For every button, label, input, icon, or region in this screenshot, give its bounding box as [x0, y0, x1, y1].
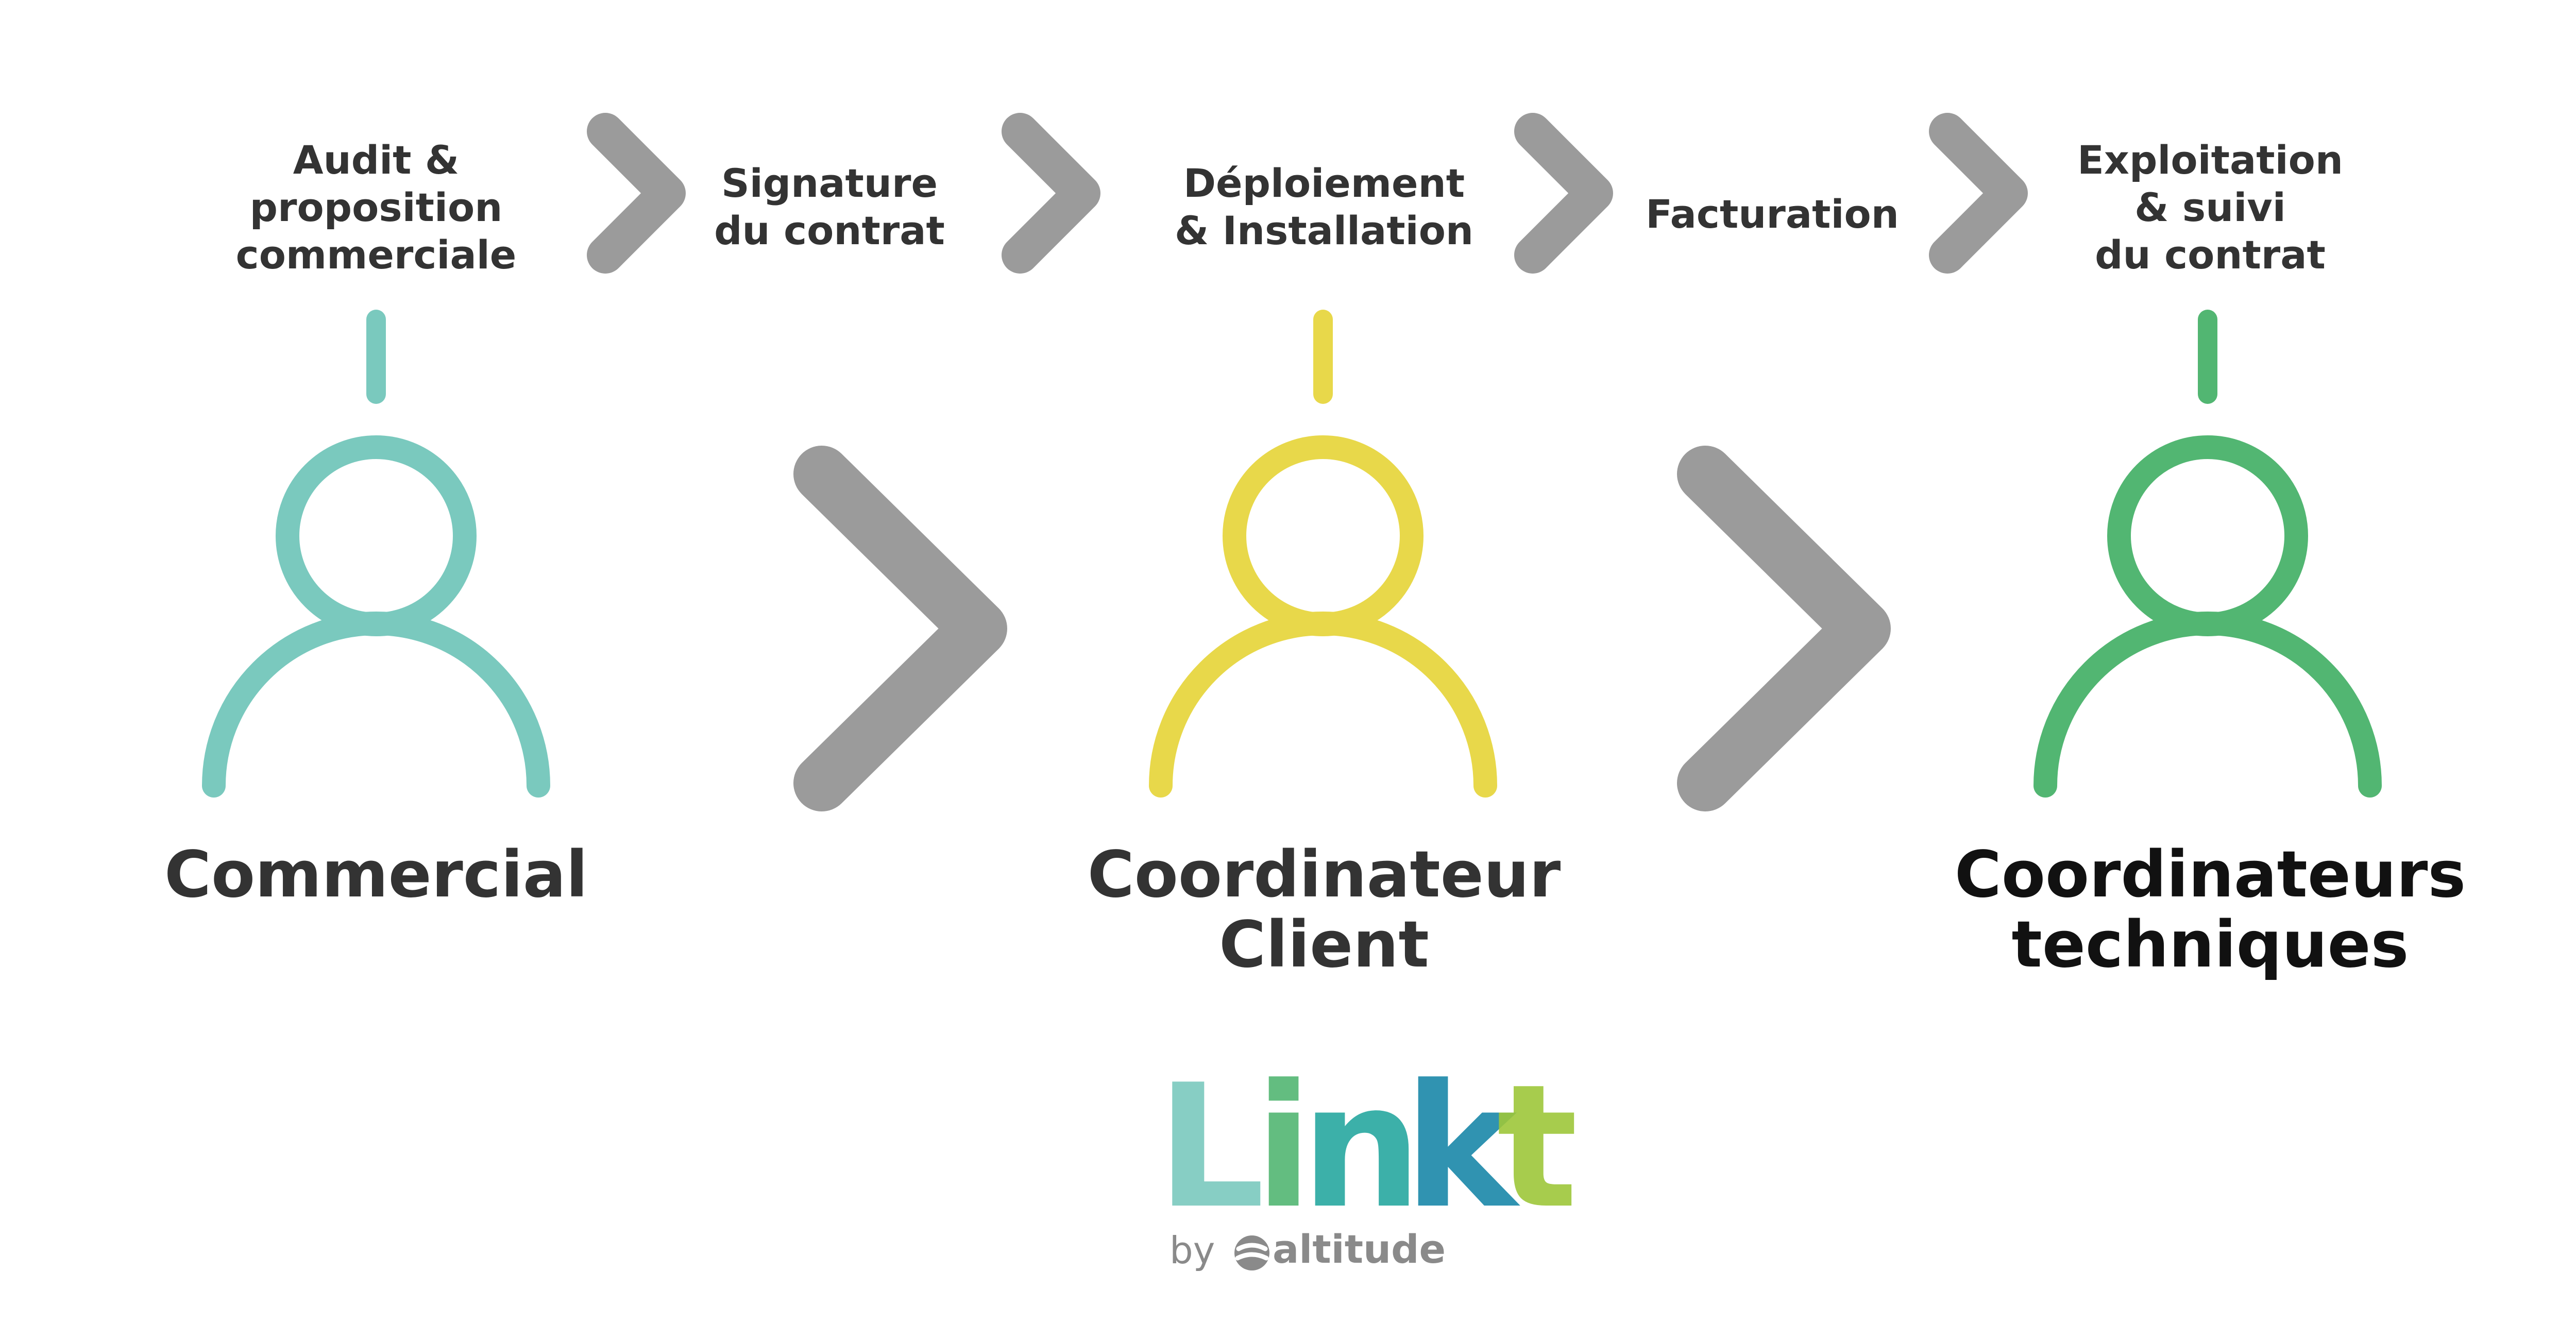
step-chevron-icon — [1002, 113, 1100, 274]
commercial-person-icon — [202, 435, 550, 798]
step-chevron-icon — [1929, 113, 2028, 274]
step-label-audit: Audit & proposition commerciale — [235, 137, 517, 278]
step-label-deploiement: Déploiement & Installation — [1174, 160, 1474, 253]
logo-letter: i — [1255, 1048, 1313, 1246]
logo-brand-text: altitude — [1273, 1226, 1446, 1272]
step-label-facturation: Facturation — [1646, 191, 1899, 237]
logo-letter: L — [1157, 1048, 1265, 1246]
role-label-coordinateurs-techniques: Coordinateurs techniques — [1954, 838, 2466, 982]
role-chevron-icon — [793, 446, 1007, 811]
step-chevron-icon — [1514, 113, 1613, 274]
linkt-logo: L i n k t — [1157, 1048, 1578, 1270]
step-chevron-icon — [587, 113, 686, 274]
coordinateurs-techniques-person-icon — [2033, 435, 2382, 798]
altitude-swirl-icon — [1234, 1235, 1269, 1270]
logo-by-text: by — [1170, 1229, 1215, 1272]
role-label-coordinateur-client: Coordinateur Client — [1087, 838, 1561, 982]
step-label-exploitation: Exploitation & suivi du contrat — [2077, 137, 2343, 278]
step-label-signature: Signature du contrat — [714, 160, 945, 253]
logo-letter: n — [1301, 1048, 1422, 1246]
role-chevron-icon — [1677, 446, 1891, 811]
logo-letter: k — [1404, 1048, 1521, 1246]
coordinateur-client-person-icon — [1149, 435, 1497, 798]
role-label-commercial: Commercial — [164, 838, 588, 912]
logo-letter: t — [1497, 1048, 1578, 1246]
